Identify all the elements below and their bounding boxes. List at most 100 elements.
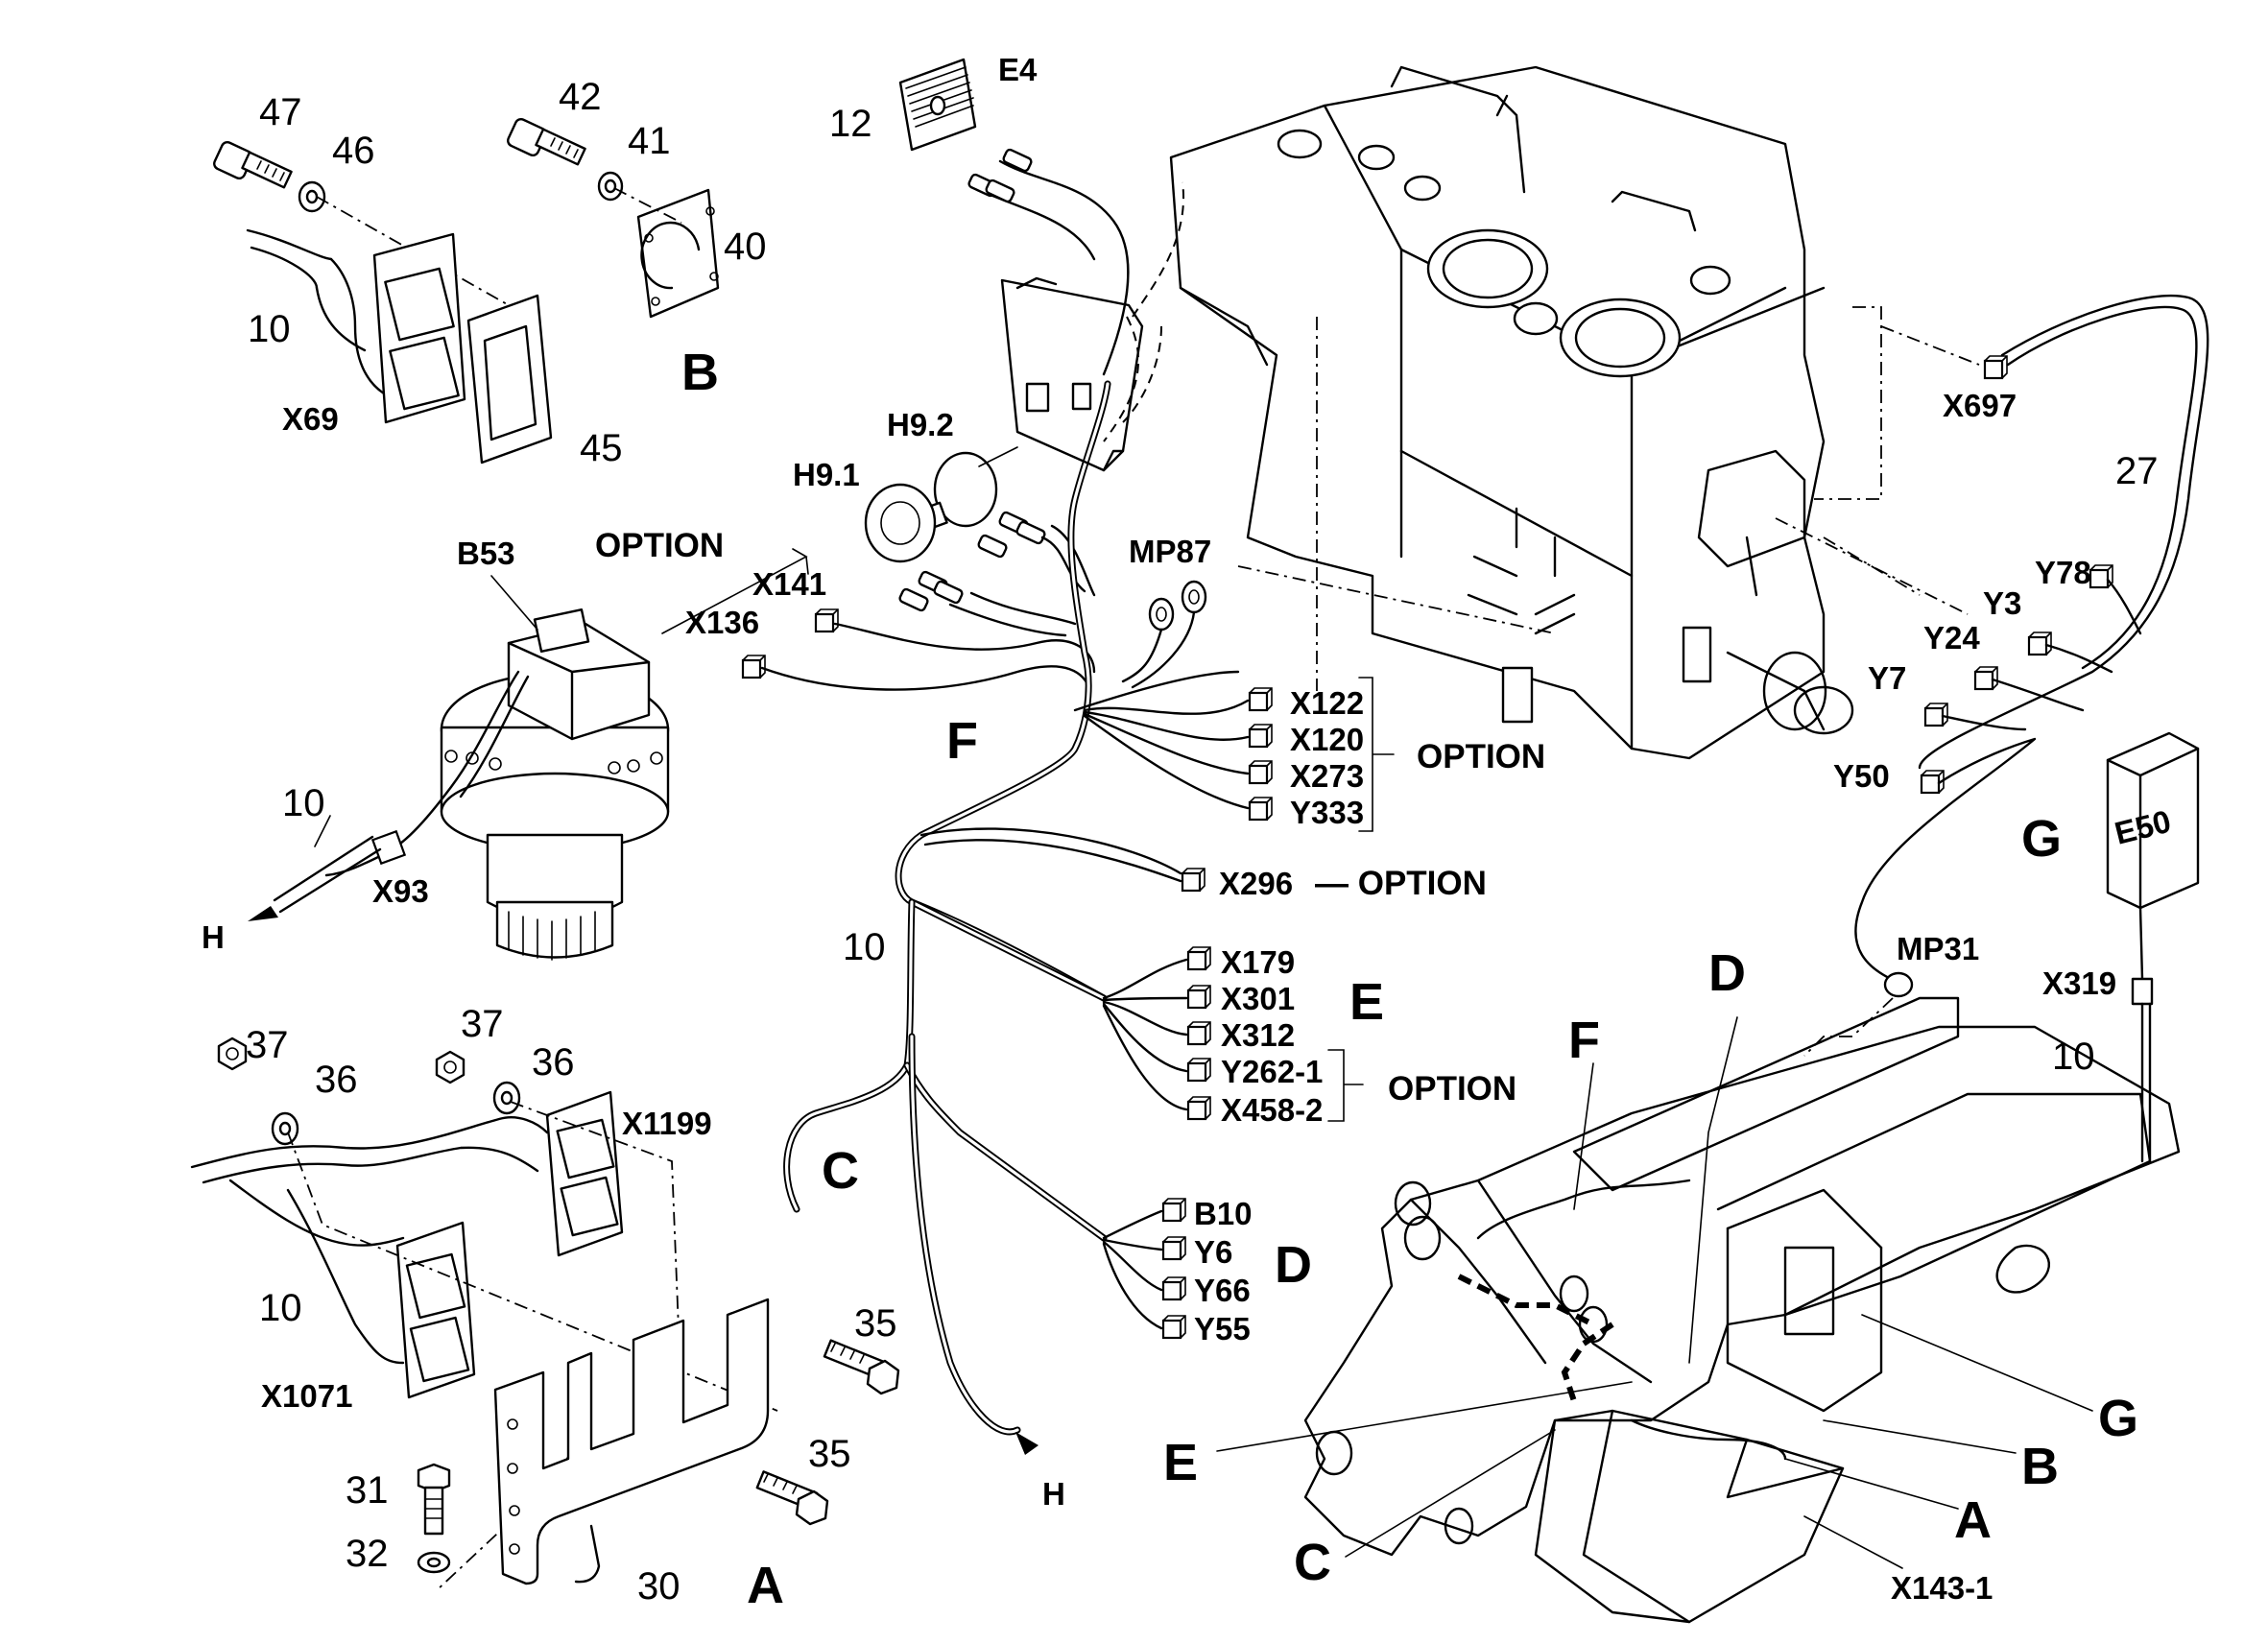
lamp-h9	[864, 451, 998, 563]
label-part-46: 46	[332, 130, 375, 172]
label-option-x296: — OPTION	[1315, 865, 1487, 902]
detail-b-assembly	[213, 117, 720, 465]
label-branch-g: G	[2021, 810, 2062, 868]
label-mp87: MP87	[1129, 534, 1211, 569]
label-option-top: OPTION	[595, 527, 724, 564]
label-branch-e: E	[1349, 973, 1384, 1031]
label-x273: X273	[1290, 758, 1364, 794]
label-callout-b: B	[2021, 1438, 2059, 1495]
label-part-10-a: 10	[259, 1287, 302, 1329]
label-h-bottom: H	[1042, 1476, 1065, 1512]
label-part-35-top: 35	[854, 1302, 897, 1345]
gasket-45	[466, 294, 553, 465]
label-y78: Y78	[2035, 555, 2091, 590]
label-branch-c: C	[822, 1142, 859, 1200]
label-x120: X120	[1290, 722, 1364, 757]
label-mp31: MP31	[1897, 931, 1979, 966]
label-e4: E4	[998, 52, 1038, 87]
label-b10: B10	[1194, 1196, 1253, 1231]
label-part-36-left: 36	[315, 1059, 358, 1101]
label-part-31: 31	[346, 1469, 389, 1512]
label-branch-f: F	[946, 712, 978, 770]
label-callout-g: G	[2098, 1390, 2138, 1447]
bolt-47	[213, 140, 293, 189]
label-part-10-harness: 10	[843, 926, 886, 968]
label-x1199: X1199	[622, 1106, 712, 1141]
label-callout-f: F	[1568, 1012, 1600, 1069]
bolt-35-bottom	[755, 1470, 829, 1526]
arrow-h-bottom	[1015, 1432, 1039, 1455]
label-detail-a: A	[747, 1557, 784, 1614]
swing-motor	[248, 575, 670, 961]
label-x697: X697	[1943, 388, 2017, 423]
label-part-30: 30	[637, 1565, 680, 1608]
nut-37-right	[435, 1050, 466, 1084]
label-part-37-right: 37	[461, 1003, 504, 1045]
label-x312: X312	[1221, 1017, 1295, 1053]
label-part-10-right: 10	[2052, 1036, 2095, 1078]
label-part-45: 45	[580, 427, 623, 469]
label-part-36-right: 36	[532, 1041, 575, 1084]
nut-37-left	[217, 1036, 248, 1071]
bolt-42	[507, 117, 586, 166]
label-callout-c: C	[1294, 1534, 1331, 1591]
label-part-40: 40	[724, 226, 767, 268]
detail-a-assembly	[190, 1036, 900, 1592]
bracket-30	[493, 1298, 770, 1585]
label-part-10-motor: 10	[282, 782, 325, 824]
bolt-31	[417, 1463, 451, 1536]
tank-assembly	[1000, 65, 1980, 760]
label-part-10-b: 10	[248, 308, 291, 350]
label-x143-1: X143-1	[1891, 1570, 1993, 1606]
label-callout-d: D	[1708, 944, 1746, 1002]
label-x1071: X1071	[261, 1378, 352, 1414]
label-y55: Y55	[1194, 1311, 1251, 1346]
label-y262-1: Y262-1	[1221, 1054, 1323, 1089]
label-y6: Y6	[1194, 1234, 1232, 1270]
label-x179: X179	[1221, 944, 1295, 980]
label-h-left: H	[202, 919, 225, 955]
label-x319: X319	[2042, 965, 2116, 1001]
control-box-e50	[2106, 731, 2200, 1163]
label-x141: X141	[752, 566, 826, 602]
connector-blocks	[741, 355, 2113, 1340]
label-b53: B53	[457, 536, 515, 571]
clamp-plate-40	[636, 188, 720, 319]
bolt-35-top	[823, 1339, 900, 1395]
label-y66: Y66	[1194, 1273, 1251, 1308]
label-x93: X93	[372, 873, 429, 909]
label-x301: X301	[1221, 981, 1295, 1016]
wiring-harness	[661, 148, 1395, 1455]
label-x296: X296	[1219, 866, 1293, 901]
label-branch-d: D	[1275, 1236, 1312, 1294]
chassis-frame	[1216, 996, 2181, 1624]
motor-labels: B53 10 X93 H	[202, 536, 515, 955]
label-part-35-bottom: 35	[808, 1433, 851, 1475]
chassis-labels: D F E C G B A X143-1	[1163, 944, 2138, 1606]
label-option-e: OPTION	[1388, 1070, 1516, 1108]
label-h9-2: H9.2	[887, 407, 954, 442]
label-x136: X136	[685, 605, 759, 640]
grommet-plate-x69	[372, 232, 466, 424]
label-x458-2: X458-2	[1221, 1092, 1323, 1128]
label-h9-1: H9.1	[793, 457, 860, 492]
label-part-41: 41	[628, 120, 671, 162]
label-callout-a: A	[1954, 1491, 1992, 1549]
detail-a-labels: 37 36 37 36 X1199 10 X1071 35 35 31 32 3…	[246, 1003, 897, 1614]
arrow-h-left	[248, 906, 278, 921]
label-part-47: 47	[259, 91, 302, 133]
label-option-mid: OPTION	[1417, 738, 1545, 775]
valve-cable-27	[1803, 294, 2209, 1057]
label-y3: Y3	[1983, 585, 2021, 621]
label-part-32: 32	[346, 1533, 389, 1575]
label-y50: Y50	[1833, 758, 1890, 794]
label-x69: X69	[282, 401, 339, 437]
label-y333: Y333	[1290, 795, 1364, 830]
label-detail-b: B	[681, 344, 719, 401]
label-y24: Y24	[1923, 620, 1980, 655]
lamp-e4	[898, 58, 977, 152]
label-part-12: 12	[829, 103, 872, 145]
detail-b-labels: 47 46 42 41 40 10 X69 B 45	[248, 76, 767, 469]
